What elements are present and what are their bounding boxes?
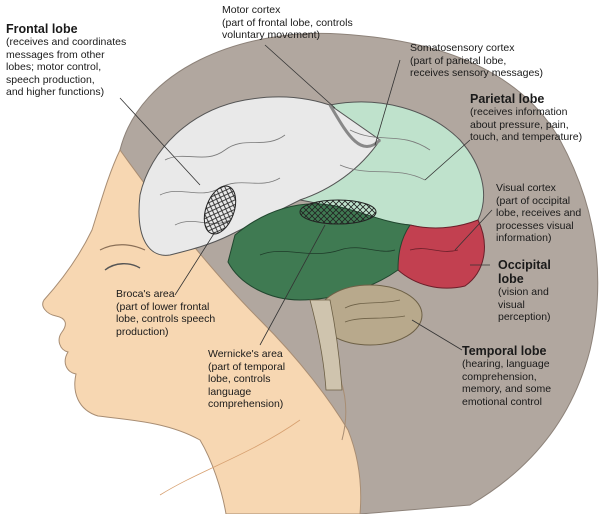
wernickes-area xyxy=(300,200,376,224)
visual-cortex-label: Visual cortex (part of occipital lobe, r… xyxy=(496,182,581,245)
frontal-lobe-desc: (receives and coordinates messages from … xyxy=(6,36,126,99)
somatosensory-cortex-desc: Somatosensory cortex (part of parietal l… xyxy=(410,42,543,80)
frontal-lobe-label: Frontal lobe (receives and coordinates m… xyxy=(6,22,126,99)
visual-cortex-desc: Visual cortex (part of occipital lobe, r… xyxy=(496,182,581,245)
temporal-lobe-title: Temporal lobe xyxy=(462,344,551,358)
occipital-lobe-desc: (vision and visual perception) xyxy=(498,286,551,324)
frontal-lobe-title: Frontal lobe xyxy=(6,22,126,36)
parietal-lobe-title: Parietal lobe xyxy=(470,92,582,106)
parietal-lobe-label: Parietal lobe (receives information abou… xyxy=(470,92,582,144)
temporal-lobe-label: Temporal lobe (hearing, language compreh… xyxy=(462,344,551,408)
occipital-lobe-region xyxy=(397,220,484,288)
occipital-lobe-label: Occipital lobe (vision and visual percep… xyxy=(498,258,551,324)
brocas-area-label: Broca's area (part of lower frontal lobe… xyxy=(116,288,215,338)
motor-cortex-label: Motor cortex (part of frontal lobe, cont… xyxy=(222,4,353,42)
parietal-lobe-desc: (receives information about pressure, pa… xyxy=(470,106,582,144)
wernickes-area-label: Wernicke's area (part of temporal lobe, … xyxy=(208,348,285,411)
somatosensory-cortex-label: Somatosensory cortex (part of parietal l… xyxy=(410,42,543,80)
wernickes-area-desc: Wernicke's area (part of temporal lobe, … xyxy=(208,348,285,411)
brocas-area-desc: Broca's area (part of lower frontal lobe… xyxy=(116,288,215,338)
motor-cortex-desc: Motor cortex (part of frontal lobe, cont… xyxy=(222,4,353,42)
temporal-lobe-desc: (hearing, language comprehension, memory… xyxy=(462,358,551,408)
occipital-lobe-title: Occipital lobe xyxy=(498,258,551,286)
